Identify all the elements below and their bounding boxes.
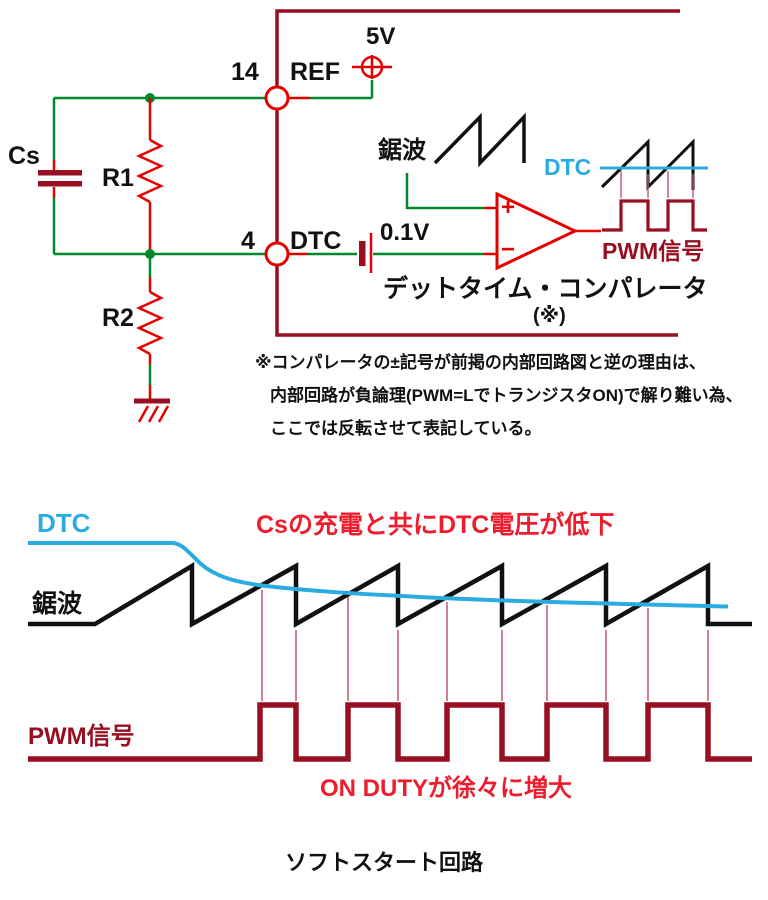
ground-hatches bbox=[137, 405, 170, 423]
dtc-row-wires bbox=[54, 249, 357, 259]
timing-dtc-annotation: Csの充電と共にDTC電圧が低下 bbox=[256, 511, 615, 539]
battery-symbol bbox=[359, 233, 497, 273]
pin14-name: REF bbox=[290, 58, 340, 86]
timing-crossing-lines bbox=[261, 590, 709, 701]
timing-dtc-curve bbox=[28, 541, 729, 609]
note-line-1: ※コンパレータの±記号が前掲の内部回路図と逆の理由は、 bbox=[255, 353, 706, 372]
mini-crossing-lines bbox=[620, 171, 694, 198]
comparator-body bbox=[495, 191, 579, 271]
ground-symbol bbox=[134, 398, 170, 423]
ic-outline bbox=[275, 9, 680, 337]
supply-cross-inner bbox=[362, 57, 382, 77]
mini-pwm-label: PWM信号 bbox=[602, 238, 705, 264]
comparator-minus-sign: − bbox=[501, 236, 516, 263]
comparator-triangle bbox=[495, 191, 601, 271]
pin4-terminal bbox=[264, 241, 290, 267]
figure-title: ソフトスタート回路 bbox=[284, 850, 483, 875]
cs-capacitor-branch bbox=[38, 98, 82, 254]
supply-5v-symbol bbox=[352, 55, 392, 79]
sawtooth-input-label: 鋸波 bbox=[378, 137, 426, 164]
timing-pwm-label: PWM信号 bbox=[28, 723, 135, 750]
mini-pwm bbox=[602, 199, 707, 232]
timing-sawtooth bbox=[28, 562, 752, 628]
note-line-3: ここでは反転させて表記している。 bbox=[270, 419, 542, 438]
cs-plate-bottom bbox=[38, 181, 82, 187]
r2-label: R2 bbox=[102, 304, 134, 332]
r1-zigzag bbox=[135, 138, 165, 204]
ref-to-5v-wire bbox=[310, 80, 374, 100]
timing-pwm bbox=[28, 702, 752, 762]
battery-voltage-label: 0.1V bbox=[380, 219, 430, 246]
r1-resistor bbox=[135, 98, 165, 254]
plus-input-wire bbox=[405, 173, 484, 210]
comparator-plus-sign: + bbox=[501, 194, 516, 221]
timing-sawtooth-label: 鋸波 bbox=[32, 590, 83, 618]
r2-zigzag bbox=[135, 290, 165, 356]
sawtooth-icon bbox=[433, 112, 526, 168]
comparator-title: デットタイム・コンパレータ bbox=[383, 275, 708, 303]
sawtooth-input-wire bbox=[405, 173, 497, 210]
pin4-number: 4 bbox=[241, 227, 255, 255]
timing-dtc-label: DTC bbox=[37, 508, 91, 538]
mini-dtc-label: DTC bbox=[544, 154, 592, 180]
r2-resistor bbox=[135, 254, 165, 399]
timing-duty-annotation: ON DUTYが徐々に増大 bbox=[320, 775, 572, 802]
pin14-number: 14 bbox=[231, 58, 259, 86]
battery-short-plate bbox=[359, 241, 366, 266]
r1-label: R1 bbox=[102, 164, 134, 192]
comparator-note-ref: (※) bbox=[533, 305, 566, 327]
cs-plate-top bbox=[38, 170, 82, 176]
pin14-terminal bbox=[264, 85, 290, 111]
timing-diagram bbox=[28, 541, 752, 762]
cs-capacitor-label: Cs bbox=[8, 142, 40, 170]
supply-voltage-label: 5V bbox=[366, 23, 396, 50]
mini-waveform bbox=[600, 138, 708, 232]
note-line-2: 内部回路が負論理(PWM=LでトランジスタON)で解り難い為、 bbox=[270, 386, 743, 405]
pin4-name: DTC bbox=[290, 227, 342, 255]
